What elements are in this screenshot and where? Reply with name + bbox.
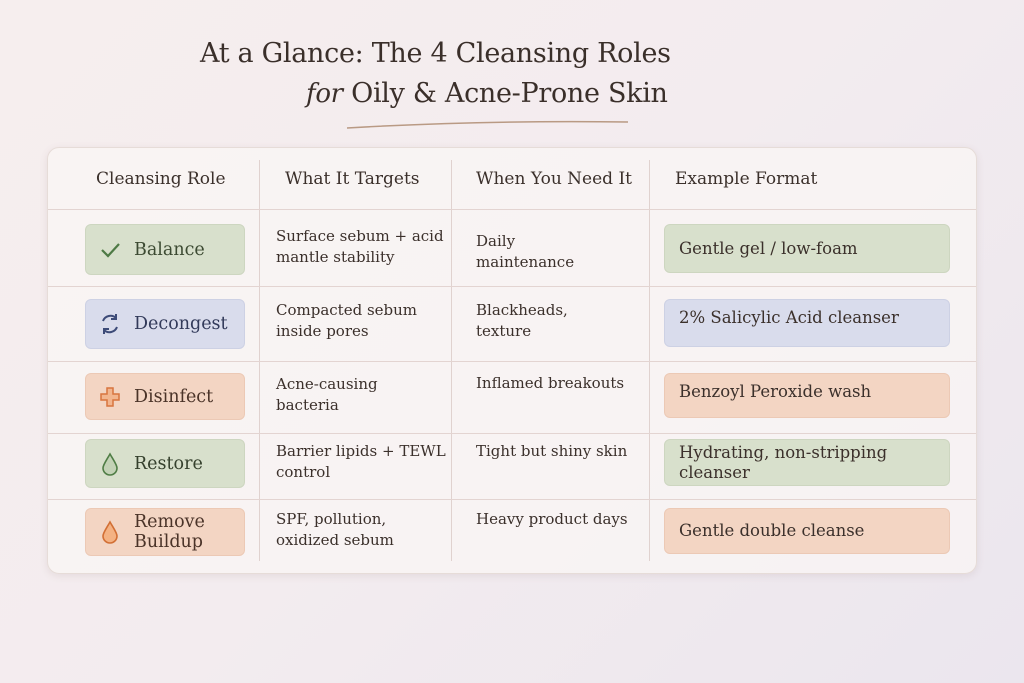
role-badge-decongest: Decongest (85, 299, 245, 349)
table-row: Restore Barrier lipids + TEWL control Ti… (48, 433, 976, 499)
targets-cell: SPF, pollution, oxidized sebum (276, 510, 394, 549)
row-divider (48, 361, 976, 362)
targets-cell: Barrier lipids + TEWL control (276, 442, 446, 481)
column-divider (649, 160, 650, 561)
role-label: Balance (134, 239, 205, 260)
title-line-2: for Oily & Acne-Prone Skin (306, 78, 668, 109)
header-when-you-need-it: When You Need It (476, 168, 632, 189)
row-divider (48, 433, 976, 434)
format-cell: 2% Salicylic Acid cleanser (664, 299, 950, 347)
table-row: Remove Buildup SPF, pollution, oxidized … (48, 499, 976, 573)
when-cell: Blackheads, texture (476, 301, 568, 340)
title-subject: Oily & Acne-Prone Skin (351, 78, 668, 109)
targets-cell: Compacted sebum inside pores (276, 301, 418, 340)
role-badge-restore: Restore (85, 439, 245, 488)
droplet-icon (98, 451, 122, 476)
role-badge-disinfect: Disinfect (85, 373, 245, 420)
header-cleansing-role: Cleansing Role (96, 168, 226, 189)
role-badge-remove-buildup: Remove Buildup (85, 508, 245, 556)
title-italic: for (306, 79, 343, 109)
targets-cell: Acne-causing bacteria (276, 375, 378, 414)
title-underline (346, 120, 629, 129)
role-label: Disinfect (134, 386, 214, 407)
check-icon (98, 238, 122, 262)
format-cell: Hydrating, non-stripping cleanser (664, 439, 950, 486)
column-divider (259, 160, 260, 561)
row-divider (48, 499, 976, 500)
cleansing-roles-table: Cleansing Role What It Targets When You … (47, 147, 977, 574)
refresh-icon (98, 312, 122, 336)
table-row: Decongest Compacted sebum inside pores B… (48, 286, 976, 361)
when-cell: Daily maintenance (476, 232, 575, 271)
header-example-format: Example Format (675, 168, 818, 189)
targets-cell: Surface sebum + acid mantle stability (276, 227, 444, 266)
role-label: Remove Buildup (134, 512, 205, 552)
format-cell: Benzoyl Peroxide wash (664, 373, 950, 418)
role-badge-balance: Balance (85, 224, 245, 275)
when-cell: Inflamed breakouts (476, 374, 625, 392)
when-cell: Tight but shiny skin (476, 442, 628, 460)
table-row: Disinfect Acne-causing bacteria Inflamed… (48, 361, 976, 433)
format-cell: Gentle gel / low-foam (664, 224, 950, 273)
droplet-icon (98, 520, 122, 544)
table-row: Balance Surface sebum + acid mantle stab… (48, 209, 976, 286)
role-label: Restore (134, 453, 203, 474)
column-divider (451, 160, 452, 561)
cross-icon (98, 385, 122, 409)
row-divider (48, 209, 976, 210)
format-cell: Gentle double cleanse (664, 508, 950, 554)
header-what-it-targets: What It Targets (285, 168, 420, 189)
row-divider (48, 286, 976, 287)
title-line-1: At a Glance: The 4 Cleansing Roles (200, 38, 671, 69)
role-label: Decongest (134, 314, 228, 334)
when-cell: Heavy product days (476, 510, 628, 528)
